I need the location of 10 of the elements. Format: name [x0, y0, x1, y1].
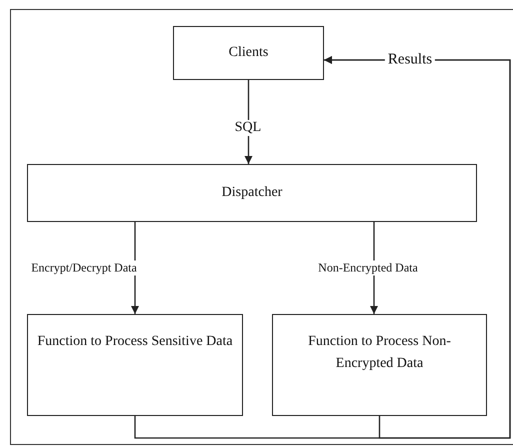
process-box: [27, 164, 477, 222]
box-label: Function to Process Sensitive Data: [37, 333, 233, 351]
process-box: [272, 314, 487, 416]
process-box: [173, 26, 324, 80]
process-box: [27, 314, 243, 416]
edge-label: Non-Encrypted Data: [315, 260, 421, 276]
box-label: Function to Process Non-Encrypted Data: [307, 333, 452, 373]
box-label: Dispatcher: [222, 184, 282, 202]
connector-arrow: [324, 56, 511, 439]
box-label: Clients: [228, 44, 268, 62]
